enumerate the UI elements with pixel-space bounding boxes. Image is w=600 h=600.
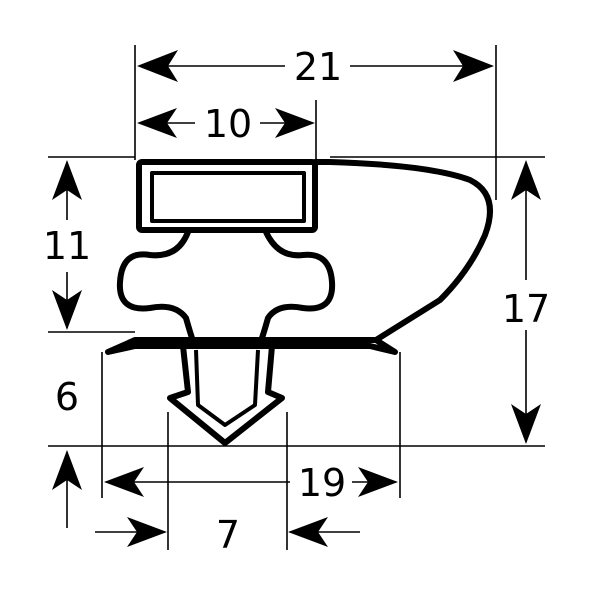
dimension-left-height: 11 xyxy=(43,160,91,330)
dimension-label-21: 21 xyxy=(294,45,342,89)
bellows-outer-wall xyxy=(312,159,493,343)
extension-lines xyxy=(48,45,545,550)
base-flange xyxy=(105,337,398,355)
dimension-dart-width: 7 xyxy=(95,513,360,557)
dimension-magnet-width: 10 xyxy=(137,102,315,146)
dimension-label-10: 10 xyxy=(204,102,252,146)
anchor-dart xyxy=(167,343,285,446)
gasket-profile xyxy=(105,159,493,446)
anchor-dart-inner xyxy=(194,349,260,427)
dimension-right-height: 17 xyxy=(502,160,550,444)
magnet-chamber-inner xyxy=(150,171,306,223)
dimension-top-width: 21 xyxy=(137,45,494,89)
dimension-label-17: 17 xyxy=(502,287,550,331)
dimension-label-19: 19 xyxy=(298,461,346,505)
dimension-label-6: 6 xyxy=(55,375,79,419)
bellows-body xyxy=(116,229,336,341)
dimension-label-11: 11 xyxy=(43,224,91,268)
dimension-label-7: 7 xyxy=(216,513,240,557)
dimension-base-width: 19 xyxy=(104,461,398,505)
magnet-chamber-outer xyxy=(136,159,318,233)
dimension-base-height: 6 xyxy=(52,375,82,528)
